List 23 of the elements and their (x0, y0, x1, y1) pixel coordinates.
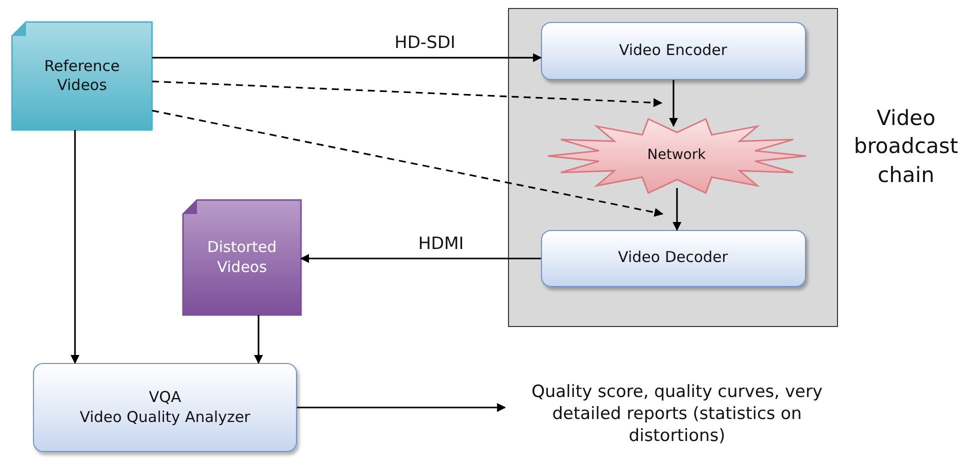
node-label: VQA (148, 388, 182, 408)
process-box (33, 363, 297, 452)
edge-label: HD-SDI (394, 33, 456, 53)
dashed-arrow (152, 110, 664, 217)
node-label: Video Encoder (618, 40, 728, 60)
broadcast-chain-panel (508, 8, 838, 327)
node-label: Network (647, 146, 706, 165)
arrow (669, 80, 678, 127)
dashed-arrow (152, 80, 662, 108)
process-box (540, 22, 806, 80)
arrow (300, 254, 541, 263)
arrow (297, 403, 506, 412)
arrow (254, 315, 264, 364)
node-label: Reference Videos (43, 56, 121, 96)
arrow (70, 130, 80, 364)
node-label: Distorted Videos (206, 238, 278, 277)
arrow (152, 53, 542, 62)
process-box (540, 230, 806, 286)
node-label: Video Decoder (618, 248, 728, 268)
output-description: Quality score, quality curves, very detailed reports (statistics on distortions) (530, 380, 824, 448)
chain-label: Video broadcast chain (852, 105, 960, 189)
node-label: Video Quality Analyzer (80, 408, 250, 427)
edge-label: HDMI (418, 234, 464, 254)
